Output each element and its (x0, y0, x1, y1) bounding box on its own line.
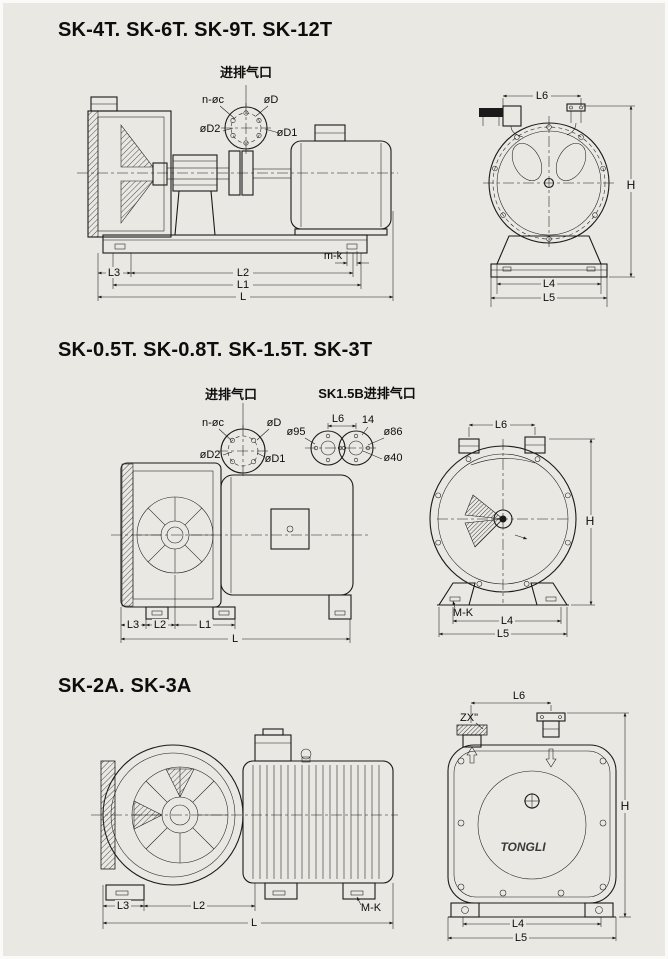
o86-label: ø86 (384, 426, 403, 438)
oD-label: øD (264, 94, 279, 106)
mk-label: m-k (324, 250, 343, 262)
sk4t-side-view-drawing: 进排气口 n-øc øD øD2 øD1 (77, 65, 398, 303)
dim-label-l5: L5 (543, 292, 555, 304)
sk15b-flange-detail (304, 423, 385, 466)
mk-label: M-K (453, 607, 474, 619)
dim-label-l3: L3 (117, 900, 129, 912)
pump-feet-front (437, 582, 569, 606)
o95-label: ø95 (287, 426, 306, 438)
dim-label-l6: L6 (495, 419, 507, 431)
dim-label-l2: L2 (237, 267, 249, 279)
n-oc-label: n-øc (202, 417, 225, 429)
motor (242, 728, 394, 884)
feet (448, 902, 616, 918)
front-dimensions (447, 701, 632, 943)
oD1-label: øD1 (277, 127, 298, 139)
sk15b-port-label: SK1.5B进排气口 (318, 386, 416, 401)
mk-label: M-K (361, 902, 382, 914)
dim-label-l2: L2 (193, 900, 205, 912)
pump-casing (87, 96, 230, 238)
dim-label-l6: L6 (536, 90, 548, 102)
section2-title: SK-0.5T. SK-0.8T. SK-1.5T. SK-3T (58, 339, 373, 361)
sk2a-front-view-drawing: TONGLI L6 ZX" H L4 L5 (447, 690, 632, 944)
length-dimensions (102, 883, 394, 929)
section1-title: SK-4T. SK-6T. SK-9T. SK-12T (58, 19, 333, 41)
zx-port-label: ZX" (460, 712, 478, 724)
dim-label-l6: L6 (513, 690, 525, 702)
dim-label-l5: L5 (515, 932, 527, 944)
dim-label-l1: L1 (237, 279, 249, 291)
dim-label-l: L (232, 633, 238, 645)
bearing-and-coupling (172, 150, 292, 236)
top-piping (479, 103, 586, 138)
dim-label-h: H (621, 799, 630, 813)
port-label: 进排气口 (205, 387, 257, 402)
dim-label-l4: L4 (543, 278, 555, 290)
motor (290, 124, 392, 236)
dim-label-l3: L3 (108, 267, 120, 279)
sk4t-front-view-drawing: L6 H L4 L5 (479, 90, 638, 307)
feet (105, 882, 376, 901)
brand-label: TONGLI (500, 840, 546, 854)
oD-label: øD (267, 417, 282, 429)
section3-title: SK-2A. SK-3A (58, 675, 192, 697)
o40-label: ø40 (384, 452, 403, 464)
dim-label-l5: L5 (497, 628, 509, 640)
sk05t-side-view-drawing: 进排气口 SK1.5B进排气口 n-øc øD øD2 øD1 (111, 386, 416, 645)
front-dimensions (438, 419, 598, 639)
dim-label-l4: L4 (501, 615, 513, 627)
oD1-label: øD1 (265, 453, 286, 465)
oD2-label: øD2 (200, 123, 221, 135)
dim-label-l: L (251, 917, 257, 929)
pump-body-front (483, 116, 615, 250)
port-flange-detail (219, 85, 280, 154)
flow-arrow-up-icon (466, 746, 478, 764)
sk05t-front-view-drawing: L6 H M-K L4 L5 (429, 419, 598, 640)
dim-label-h: H (627, 178, 636, 192)
dim-label-l4: L4 (512, 918, 524, 930)
top-ports (456, 712, 566, 768)
length-dimensions (120, 575, 351, 644)
oD2-label: øD2 (200, 449, 221, 461)
length-dimensions (97, 211, 394, 302)
l6-detail-label: L6 (332, 413, 344, 425)
port-label: 进排气口 (220, 65, 272, 80)
sk2a-side-view-drawing: L3 L2 L M-K (91, 728, 398, 929)
front-dimensions (490, 90, 638, 307)
dim-label-l3: L3 (127, 619, 139, 631)
dim-label-l2: L2 (154, 619, 166, 631)
dim-label-h: H (586, 514, 595, 528)
motor-fins (252, 765, 380, 879)
pump-body-front (447, 744, 617, 904)
flow-arrow-down-icon (545, 748, 557, 768)
dim-label-l: L (240, 291, 246, 303)
port-flange-detail (217, 403, 270, 477)
baseplate (102, 234, 368, 254)
dim-14-label: 14 (362, 414, 374, 426)
mk-dimension (335, 251, 369, 266)
pump-body-front (429, 436, 577, 603)
dim-label-l1: L1 (199, 619, 211, 631)
n-oc-label: n-øc (202, 94, 225, 106)
